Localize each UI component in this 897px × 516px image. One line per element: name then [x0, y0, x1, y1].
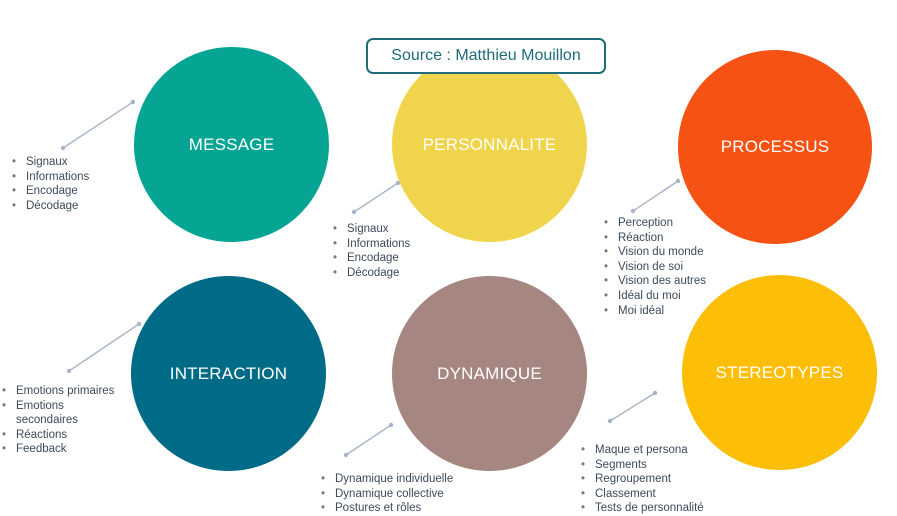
list-item: Dynamique individuelle [321, 472, 453, 487]
connector-dot [136, 321, 142, 327]
list-item: Tests de personnalité [581, 501, 704, 516]
message-label: MESSAGE [188, 134, 275, 154]
personnalite-circle: PERSONNALITE [392, 47, 587, 242]
connector-dot [607, 418, 613, 424]
list-item: Classement [581, 487, 704, 502]
connector-line [632, 180, 679, 212]
processus-label: PROCESSUS [720, 137, 830, 156]
source-text: Source : Matthieu Mouillon [391, 47, 581, 64]
list-item: Encodage [333, 251, 410, 266]
list-item: Encodage [12, 184, 89, 199]
connector-dot [60, 145, 66, 151]
stereotypes-circle: STEREOTYPES [682, 275, 877, 470]
interaction-list: Emotions primaires Emotions secondaires … [2, 384, 114, 457]
list-item: Regroupement [581, 472, 704, 487]
list-item: Signaux [12, 155, 89, 170]
list-item: Emotions [2, 399, 114, 414]
connector-dot [388, 422, 394, 428]
dynamique-circle: DYNAMIQUE [392, 276, 587, 471]
list-item: Décodage [12, 199, 89, 214]
list-item: Vision du monde [604, 245, 706, 260]
source-box: Source : Matthieu Mouillon [366, 38, 606, 74]
connector-dot [343, 452, 349, 458]
connector-line [609, 392, 656, 422]
connector-dot [675, 178, 681, 184]
list-item: Vision des autres [604, 274, 706, 289]
list-item: Réaction [604, 231, 706, 246]
list-item: Feedback [2, 442, 114, 457]
list-item: Maque et persona [581, 443, 704, 458]
list-item: Segments [581, 458, 704, 473]
connector-line [353, 182, 399, 213]
list-item: Décodage [333, 266, 410, 281]
connector-dot [66, 368, 72, 374]
list-item: secondaires [16, 414, 79, 427]
interaction-label: INTERACTION [169, 363, 288, 383]
stereotypes-label: STEREOTYPES [715, 362, 844, 382]
list-item: Réactions [2, 428, 114, 443]
connector-line [345, 424, 392, 456]
list-item: Informations [12, 170, 89, 185]
connector-line [68, 323, 140, 372]
list-item: Vision de soi [604, 260, 706, 275]
processus-list: Perception Réaction Vision du monde Visi… [604, 216, 706, 318]
list-item: Idéal du moi [604, 289, 706, 304]
connector-dot [130, 99, 136, 105]
message-circle: MESSAGE [134, 47, 329, 242]
dynamique-list: Dynamique individuelle Dynamique collect… [321, 472, 453, 516]
interaction-circle: INTERACTION [131, 276, 326, 471]
list-item: Dynamique collective [321, 487, 453, 502]
connector-dot [652, 390, 658, 396]
list-item: Signaux [333, 222, 410, 237]
list-item: Emotions primaires [2, 384, 114, 399]
processus-circle: PROCESSUS [678, 50, 872, 244]
message-list: Signaux Informations Encodage Décodage [12, 155, 89, 213]
connector-dot [630, 208, 636, 214]
personnalite-label: PERSONNALITE [422, 134, 557, 154]
connector-dot [351, 209, 357, 215]
connector-line [62, 101, 134, 149]
list-item: Perception [604, 216, 706, 231]
dynamique-label: DYNAMIQUE [437, 363, 542, 383]
personnalite-list: Signaux Informations Encodage Décodage [333, 222, 410, 280]
stereotypes-list: Maque et persona Segments Regroupement C… [581, 443, 704, 516]
list-item: Postures et rôles [321, 501, 453, 516]
list-item: Informations [333, 237, 410, 252]
list-item: Moi idéal [604, 304, 706, 319]
